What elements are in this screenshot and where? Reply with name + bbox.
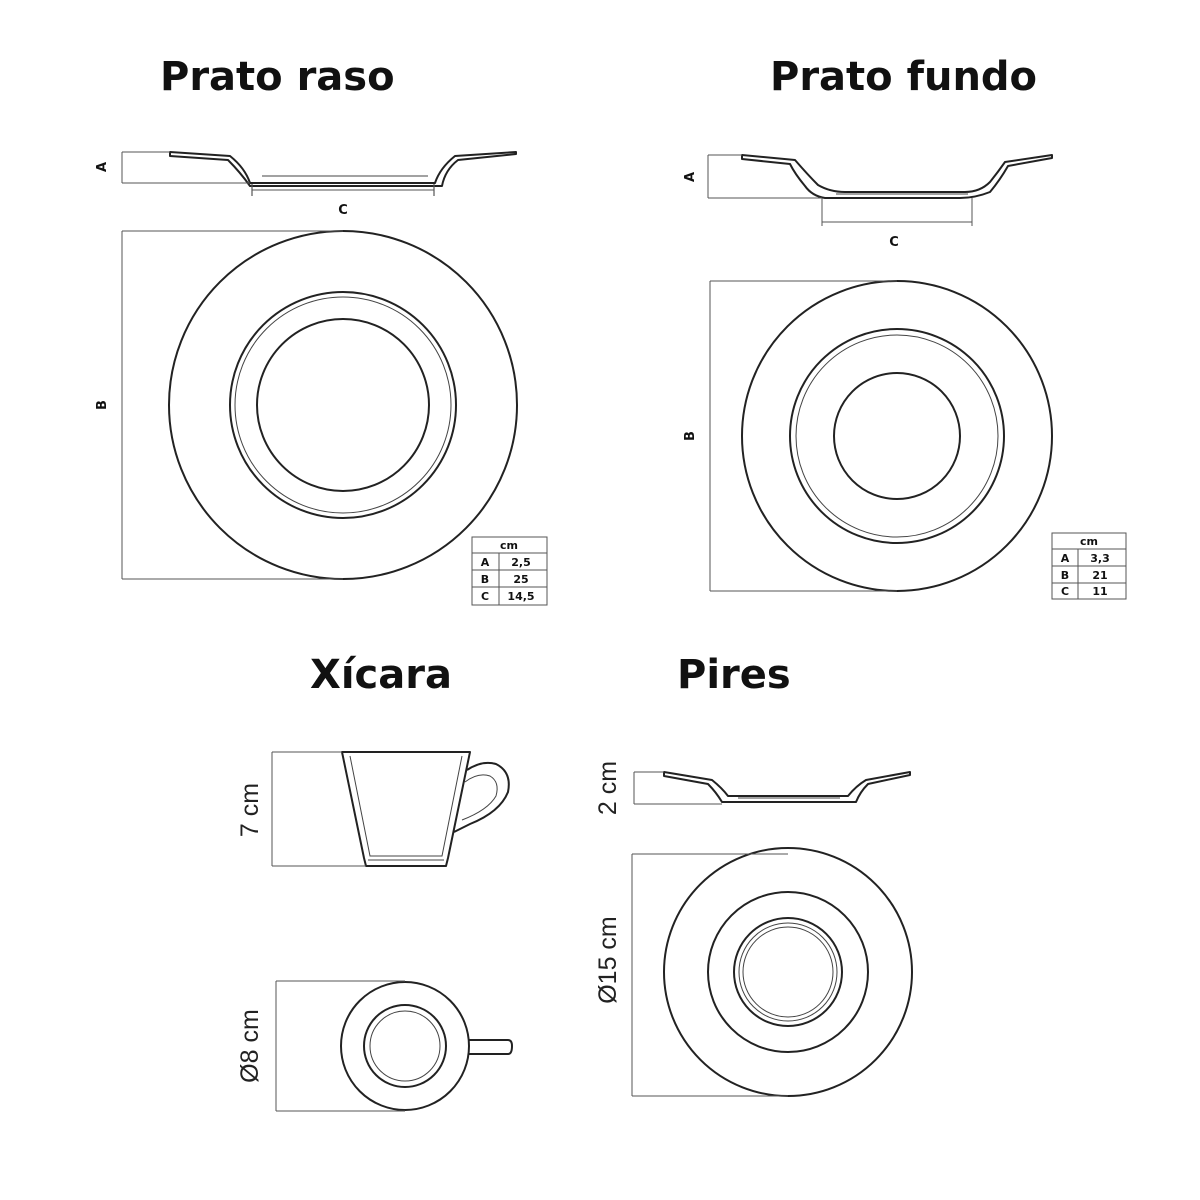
prato-raso-outer-rim xyxy=(168,230,518,580)
xicara-rim-outer xyxy=(340,981,470,1111)
prato-fundo-dim-c-label: C xyxy=(889,235,899,250)
xicara-height-dimension: 7 cm xyxy=(236,751,366,867)
prato-raso-table-key-b: B xyxy=(481,573,489,586)
prato-raso-size-table: cm A 2,5 B 25 C 14,5 xyxy=(471,536,548,606)
prato-fundo-dim-b: B xyxy=(683,280,897,592)
prato-raso-table-value-b: 25 xyxy=(513,573,528,586)
prato-raso-table-key-a: A xyxy=(481,556,490,569)
prato-fundo-section: Prato fundo A C xyxy=(683,54,1127,600)
prato-raso-table-value-c: 14,5 xyxy=(507,590,534,603)
prato-fundo-dim-a: A xyxy=(683,154,822,199)
pires-top-view xyxy=(663,847,913,1097)
prato-fundo-well-inner xyxy=(795,334,999,538)
pires-ring-middle xyxy=(738,922,838,1022)
prato-fundo-table-key-c: C xyxy=(1061,585,1069,598)
prato-raso-well-inner xyxy=(234,296,452,514)
pires-section: Pires 2 cm Ø15 cm xyxy=(594,652,913,1097)
xicara-rim-inner xyxy=(363,1004,447,1088)
prato-fundo-table-value-b: 21 xyxy=(1092,569,1107,582)
prato-raso-dim-c: C xyxy=(251,184,435,218)
prato-raso-dim-a-label: A xyxy=(95,162,110,172)
prato-raso-title: Prato raso xyxy=(160,54,395,100)
prato-fundo-dim-a-label: A xyxy=(683,172,698,182)
prato-fundo-side-profile xyxy=(741,154,1053,199)
pires-profile-shape xyxy=(663,771,911,803)
prato-raso-dim-a: A xyxy=(95,151,250,184)
prato-fundo-top-view xyxy=(741,280,1053,592)
pires-well-outer xyxy=(707,891,869,1053)
prato-fundo-table-value-c: 11 xyxy=(1092,585,1107,598)
prato-fundo-profile-shape xyxy=(741,154,1053,199)
xicara-diameter-label: Ø8 cm xyxy=(236,1009,264,1083)
prato-raso-table-border xyxy=(471,536,548,606)
pires-height-dimension: 2 cm xyxy=(594,761,722,815)
xicara-diameter-dimension: Ø8 cm xyxy=(236,980,405,1112)
prato-fundo-outer-rim xyxy=(741,280,1053,592)
prato-fundo-table-key-a: A xyxy=(1061,552,1070,565)
prato-raso-dim-b-label: B xyxy=(95,400,110,410)
prato-raso-table-unit: cm xyxy=(500,539,518,552)
xicara-bottom xyxy=(369,1010,441,1082)
xicara-handle-top xyxy=(461,1039,513,1055)
prato-fundo-table-value-a: 3,3 xyxy=(1090,552,1110,565)
pires-diameter-label: Ø15 cm xyxy=(594,916,622,1004)
prato-fundo-dim-c: C xyxy=(821,198,973,250)
xicara-title: Xícara xyxy=(310,652,452,698)
pires-diameter-dimension: Ø15 cm xyxy=(594,853,788,1097)
prato-fundo-center xyxy=(833,372,961,500)
prato-raso-side-profile xyxy=(169,151,517,187)
prato-fundo-table-unit: cm xyxy=(1080,535,1098,548)
pires-outer-rim xyxy=(663,847,913,1097)
prato-fundo-title: Prato fundo xyxy=(770,54,1037,100)
prato-raso-dim-c-label: C xyxy=(338,203,348,218)
prato-fundo-size-table: cm A 3,3 B 21 C 11 xyxy=(1051,532,1127,600)
pires-ring-inner xyxy=(742,926,834,1018)
xicara-handle-inner xyxy=(461,774,498,821)
pires-title: Pires xyxy=(677,652,791,698)
pires-side-profile xyxy=(663,771,911,803)
xicara-height-label: 7 cm xyxy=(236,783,264,837)
xicara-handle-outer xyxy=(453,761,510,833)
prato-raso-center xyxy=(256,318,430,492)
pires-height-label: 2 cm xyxy=(594,761,622,815)
xicara-side-profile xyxy=(341,751,510,867)
prato-raso-section: Prato raso A C xyxy=(95,54,548,606)
prato-fundo-well-outer xyxy=(789,328,1005,544)
xicara-cup-inner-wall xyxy=(349,755,463,857)
pires-ring-outer xyxy=(733,917,843,1027)
prato-raso-top-view xyxy=(168,230,518,580)
prato-raso-table-value-a: 2,5 xyxy=(511,556,531,569)
prato-fundo-dim-b-label: B xyxy=(683,431,698,441)
xicara-top-view xyxy=(340,981,513,1111)
xicara-section: Xícara 7 cm Ø8 cm xyxy=(236,652,513,1112)
prato-raso-profile-shape xyxy=(169,151,517,187)
prato-fundo-table-key-b: B xyxy=(1061,569,1069,582)
prato-raso-table-key-c: C xyxy=(481,590,489,603)
prato-raso-well-outer xyxy=(229,291,457,519)
prato-raso-dim-b: B xyxy=(95,230,343,580)
xicara-cup-body xyxy=(341,751,471,867)
